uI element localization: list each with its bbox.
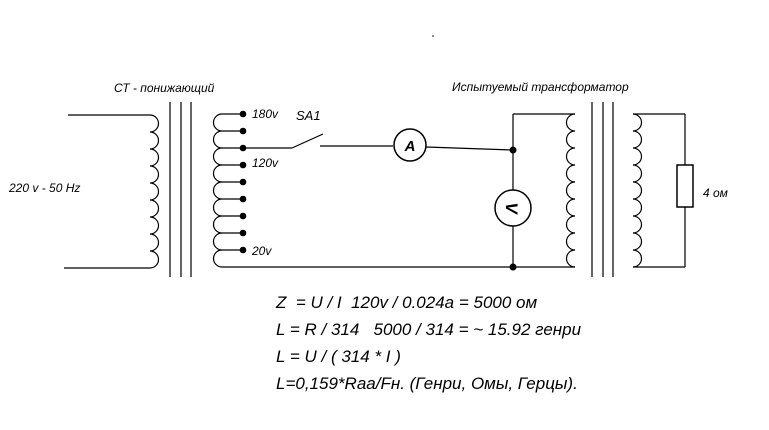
- ammeter-to-node-wire: [425, 146, 514, 151]
- test-transformer-core: [591, 102, 614, 277]
- formula-inductance-ui: L = U / ( 314 * I ): [276, 347, 401, 366]
- primary-winding: [149, 114, 160, 269]
- load-wires: [633, 113, 686, 268]
- test-secondary-winding: [632, 113, 643, 268]
- load-label: 4 ом: [703, 186, 728, 200]
- tap-wires: [222, 130, 243, 251]
- junction-node: [509, 263, 517, 271]
- load-resistor: [676, 164, 694, 208]
- formula-inductance-general: L=0,159*Raa/Fн. (Генри, Омы, Герцы).: [276, 374, 578, 393]
- ammeter-label: A: [404, 138, 416, 155]
- tap-label-180v: 180v: [252, 107, 279, 121]
- switch-label: SA1: [296, 108, 321, 123]
- tap-terminal[interactable]: [239, 195, 247, 203]
- ammeter: A: [393, 128, 427, 162]
- formula-impedance: Z = U / I 120v / 0.024a = 5000 ом: [276, 293, 538, 312]
- voltmeter-label: V: [502, 202, 521, 215]
- test-primary-winding: [565, 113, 576, 268]
- stray-dot: [432, 35, 434, 37]
- tap-terminal[interactable]: [239, 229, 247, 237]
- tap-terminal[interactable]: [239, 110, 247, 118]
- step-down-transformer-title: СТ - понижающий: [114, 81, 215, 95]
- step-down-core: [169, 102, 192, 277]
- switch-sa1[interactable]: [243, 133, 393, 149]
- tap-terminal[interactable]: [239, 178, 247, 186]
- tap-terminal[interactable]: [239, 161, 247, 169]
- tap-terminals: [239, 110, 247, 254]
- tap-terminal[interactable]: [239, 127, 247, 135]
- test-transformer-title: Испытуемый трансформатор: [452, 80, 629, 94]
- tap-label-20v: 20v: [251, 244, 272, 258]
- tap-terminal[interactable]: [239, 212, 247, 220]
- formula-inductance-r: L = R / 314 5000 / 314 = ~ 15.92 генри: [276, 320, 582, 339]
- secondary-winding: [212, 113, 243, 268]
- voltmeter: V: [494, 189, 532, 227]
- tap-label-120v: 120v: [252, 156, 279, 170]
- tap-terminal[interactable]: [239, 246, 247, 254]
- primary-wires: [64, 114, 150, 269]
- mains-label: 220 v - 50 Hz: [8, 181, 80, 195]
- junction-node: [509, 146, 517, 154]
